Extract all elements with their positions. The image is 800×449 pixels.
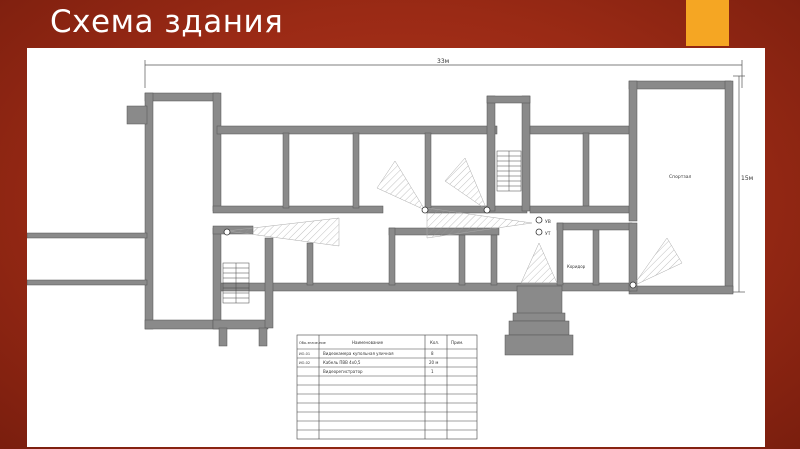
dimension-line-right	[733, 75, 745, 293]
legend-row-3-qty: 1	[431, 369, 434, 374]
room-label-corridor: Коридор	[567, 264, 586, 269]
camera-zone-4	[520, 242, 558, 284]
legend-header-col2: Наименование	[352, 340, 384, 345]
camera-zone-corridor	[226, 217, 340, 247]
building-walls	[27, 80, 734, 356]
right-dimension-label: 15м	[741, 175, 753, 182]
stairs-bottom	[222, 262, 250, 304]
legend-row-2-name: Кабель ПВВ 4х0,5	[323, 360, 361, 365]
legend-row-label-2: ИО-02	[299, 361, 310, 365]
camera-markers	[223, 206, 637, 289]
legend-header-col1: Обо-значе-ние	[299, 341, 326, 345]
dimension-line-top	[144, 60, 743, 88]
legend-header-col4: Прим.	[451, 340, 463, 345]
floor-plan-drawing: 33м 15м	[27, 58, 753, 440]
slide-title: Схема здания	[50, 4, 284, 40]
floor-plan-sheet: 33м 15м	[27, 48, 765, 447]
camera-coverage-zones	[226, 157, 683, 287]
stairs-top	[496, 150, 522, 192]
room-label-gym: Спортзал	[669, 174, 691, 180]
legend-row-2-qty: 20 м	[429, 360, 438, 365]
camera-zone-2	[444, 157, 488, 211]
camera-zone-3	[426, 207, 533, 239]
legend-row-1-name: Видеокамера купольная уличная	[323, 351, 394, 356]
marker-label-a: УВ	[545, 219, 551, 225]
legend-row-3-name: Видеорегистратор	[323, 369, 363, 374]
marker-label-b: УТ	[545, 231, 551, 237]
legend-table	[296, 334, 478, 440]
camera-zone-1	[376, 160, 426, 211]
legend-row-1-qty: 8	[431, 351, 434, 356]
accent-bar	[686, 0, 729, 46]
camera-zone-5	[632, 237, 683, 287]
legend-row-label-1: ИО-01	[299, 352, 310, 356]
legend-header-col3: Кол.	[430, 340, 439, 345]
overall-dimension-label: 33м	[437, 58, 449, 65]
